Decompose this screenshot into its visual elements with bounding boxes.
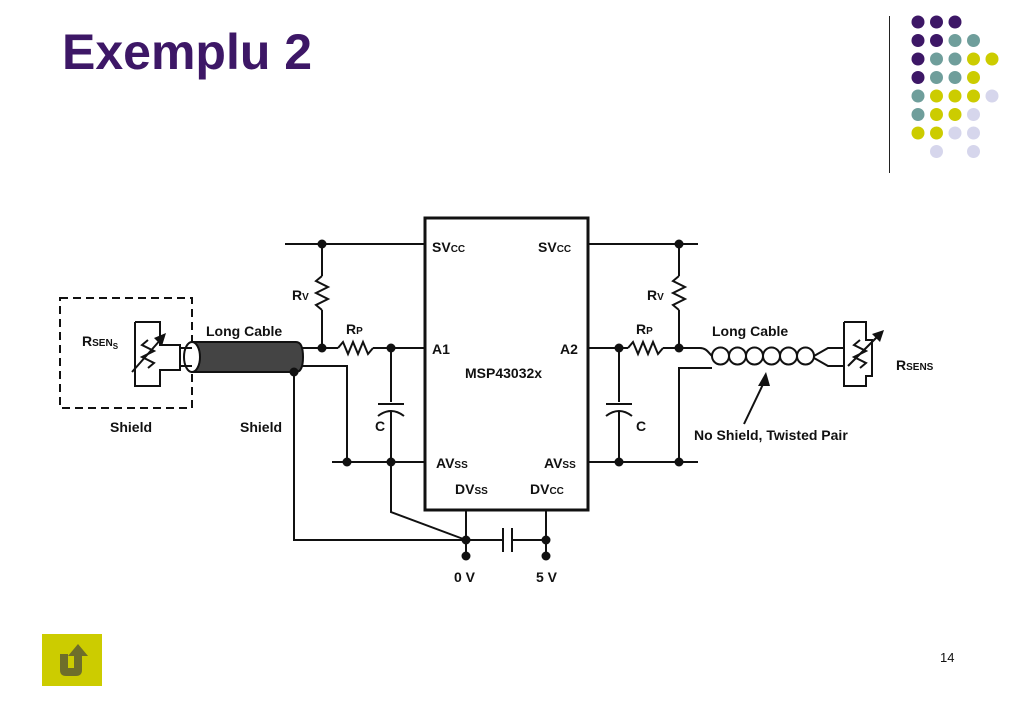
rsens-right-adjust-arrow: [847, 333, 881, 367]
junction-dot: [289, 367, 299, 377]
slide-title: Exemplu 2: [62, 24, 313, 80]
five-volt-label: 5 V: [536, 569, 558, 585]
decor-dot: [911, 108, 925, 121]
decor-dot: [948, 108, 962, 121]
title-divider: [889, 16, 890, 173]
rp-left-resistor: [337, 339, 374, 357]
twisted-pair-return: [813, 357, 844, 367]
decor-dot: [911, 126, 925, 140]
decor-dot: [967, 52, 980, 66]
decor-dot: [967, 145, 980, 158]
svcc-right-label: SVCC: [538, 239, 571, 255]
decor-dot: [930, 108, 943, 121]
pin-a1-label: A1: [432, 341, 450, 357]
decor-dot: [930, 145, 943, 158]
msp-chip-body: [423, 216, 590, 512]
rsens-right-body: [843, 321, 873, 387]
back-button[interactable]: [42, 634, 102, 686]
decorative-dot-grid: [911, 15, 999, 158]
zero-volt-label: 0 V: [454, 569, 476, 585]
decor-dot: [911, 89, 925, 103]
junction-dot: [317, 239, 327, 249]
cap-right-label: C: [636, 418, 646, 434]
chip-name-label: MSP43032x: [465, 365, 542, 381]
junction-dot: [342, 457, 352, 467]
rv-right-resistor: [670, 275, 688, 311]
rsens-left-adjust-arrow: [131, 337, 163, 373]
rp-right-resistor: [627, 339, 664, 357]
rv-left-label: RV: [292, 287, 309, 303]
rsens-left-arrowhead: [154, 333, 166, 346]
decor-dot: [948, 71, 962, 84]
decor-dot: [967, 71, 980, 84]
shield-ground-wire: [293, 368, 466, 541]
decor-dot: [911, 34, 925, 47]
twisted-pair-label: No Shield, Twisted Pair: [694, 427, 848, 443]
decor-dot: [948, 34, 962, 47]
decor-dot: [911, 71, 925, 84]
junction-dot: [614, 457, 624, 467]
shield-box-label: Shield: [110, 419, 152, 435]
decor-dot: [967, 108, 980, 121]
decor-dot: [930, 71, 943, 84]
decor-dot: [930, 34, 943, 47]
rp-right-label: RP: [636, 321, 653, 337]
rsens-left-label: RSENS: [82, 333, 119, 351]
cable-return-wire: [302, 365, 348, 462]
decor-dot: [948, 15, 962, 29]
decor-dot: [930, 89, 943, 103]
junction-dot: [386, 343, 396, 353]
junction-dot: [674, 239, 684, 249]
decor-dot: [967, 34, 980, 47]
decor-dot: [911, 15, 925, 29]
avss-right-label: AVSS: [544, 455, 576, 471]
u-turn-arrow-icon: [60, 644, 88, 676]
twisted-pair-to-sensor: [813, 347, 844, 357]
junction-dot: [386, 457, 396, 467]
dvcc-label: DVCC: [530, 481, 564, 497]
shield-box: [59, 297, 193, 409]
avss-left-label: AVSS: [436, 455, 468, 471]
decor-dot: [985, 52, 999, 66]
long-cable-right-label: Long Cable: [712, 323, 788, 339]
decor-dot: [911, 52, 925, 66]
junction-dot: [614, 343, 624, 353]
rp-left-label: RP: [346, 321, 363, 337]
decor-dot: [948, 126, 962, 140]
decor-dot: [930, 52, 943, 66]
rv-right-label: RV: [647, 287, 664, 303]
rsens-right-label: RSENS: [896, 357, 934, 373]
decor-dot: [967, 126, 980, 140]
rsens-right-arrowhead: [872, 330, 884, 342]
twisted-pair-cable: [699, 346, 815, 366]
decor-dot: [967, 89, 980, 103]
junction-dot: [541, 551, 551, 561]
junction-dot: [461, 535, 471, 545]
decor-dot: [948, 89, 962, 103]
junction-dot: [674, 457, 684, 467]
svcc-left-label: SVCC: [432, 239, 465, 255]
rv-left-resistor: [313, 275, 331, 311]
dvss-label: DVSS: [455, 481, 488, 497]
cap-left-label: C: [375, 418, 385, 434]
twisted-pair-pointer-arrowhead: [758, 372, 770, 386]
shield-cable-label: Shield: [240, 419, 282, 435]
junction-dot: [541, 535, 551, 545]
right-return-wire: [678, 367, 712, 462]
page-number: 14: [940, 650, 955, 665]
junction-dot: [674, 343, 684, 353]
decor-dot: [985, 89, 999, 103]
junction-dot: [317, 343, 327, 353]
decor-dot: [930, 126, 943, 140]
rsens-left-body: [134, 321, 181, 387]
junction-dot: [461, 551, 471, 561]
avss-to-dvss-wire: [390, 462, 467, 541]
pin-a2-label: A2: [560, 341, 578, 357]
decor-dot: [930, 15, 943, 29]
decor-dot: [948, 52, 962, 66]
long-cable-left-label: Long Cable: [206, 323, 282, 339]
long-cable-left: [180, 341, 305, 373]
